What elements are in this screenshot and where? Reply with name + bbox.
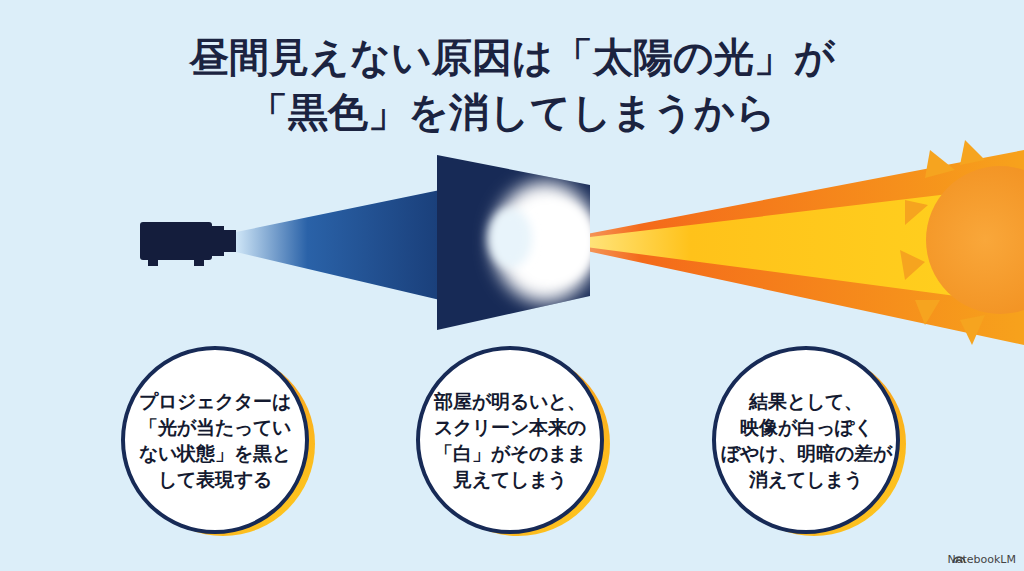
circle-shape	[115, 340, 315, 540]
explanation-circle: 部屋が明るいと、 スクリーン本来の 「白」がそのまま 見えてしまう	[410, 340, 610, 540]
title: 昼間見えない原因は「太陽の光」が 「黒色」を消してしまうから	[172, 30, 852, 140]
circle-outline	[123, 348, 307, 532]
projector	[140, 222, 236, 266]
circle-text: 部屋が明るいと、 スクリーン本来の 「白」がそのまま 見えてしまう	[424, 388, 596, 493]
projector-beam	[236, 190, 440, 300]
circle-outline	[714, 348, 898, 532]
circle-outline	[418, 348, 602, 532]
sun	[900, 140, 1024, 345]
circle-text: 結果として、 映像が白っぽく ぼやけ、明暗の差が 消えてしまう	[720, 388, 892, 493]
circle-text: プロジェクターは 「光が当たってい ない状態」を黒と して表現する	[129, 388, 301, 493]
watermark: NotebookLM	[934, 553, 1016, 566]
explanation-circle: プロジェクターは 「光が当たってい ない状態」を黒と して表現する	[115, 340, 315, 540]
screen	[437, 155, 597, 330]
circle-shape	[410, 340, 610, 540]
circle-shape	[706, 340, 906, 540]
explanation-circle: 結果として、 映像が白っぽく ぼやけ、明暗の差が 消えてしまう	[706, 340, 906, 540]
